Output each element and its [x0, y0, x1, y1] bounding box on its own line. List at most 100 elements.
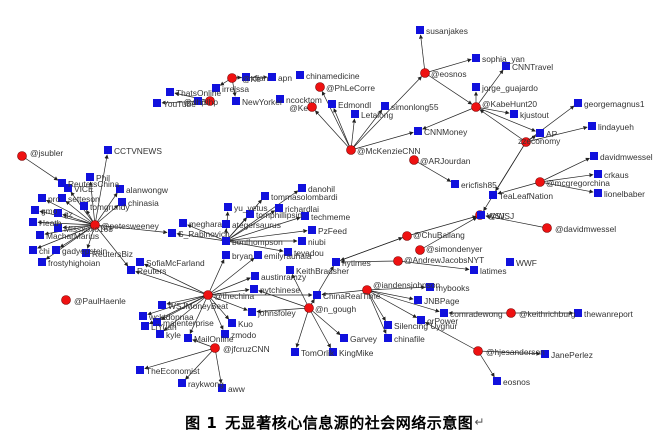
node-wanreport: [574, 309, 582, 317]
node-label-ericfish: ericfish85: [461, 180, 497, 190]
node-label-paulhaenle: @PaulHaenle: [74, 296, 126, 306]
node-bryan: [222, 251, 230, 259]
node-label-sophia: sophia_yan: [482, 54, 525, 64]
node-gadyepstein: [52, 246, 60, 254]
node-label-reuterschina: ReutersChina: [68, 179, 120, 189]
node-label-crkaus: crkaus: [604, 170, 629, 180]
node-majenterprise: [153, 318, 161, 326]
node-label-frostyhighoian: frostyhighoian: [48, 258, 100, 268]
node-hjesanderson: [473, 346, 483, 356]
edge-mcgregor-tealeaf: [497, 181, 541, 195]
node-davidmwessel2: [590, 152, 598, 160]
edge-thechina-wsjmoneybeat: [166, 294, 209, 306]
node-tomphillips: [246, 210, 254, 218]
caption-prefix: 图 1: [185, 413, 218, 432]
node-kingmike: [329, 348, 337, 356]
node-tealeaf: [489, 191, 497, 199]
node-label-techmeme: techmeme: [311, 212, 350, 222]
node-label-kehaha: @Ke: [242, 74, 261, 84]
edge-ngough-tomorlik: [295, 307, 310, 348]
node-eosnos2: [493, 377, 501, 385]
node-label-phlecorre: @PhLeCorre: [326, 83, 375, 93]
node-label-gmoo: gmo: [41, 206, 58, 216]
network-graph: @Ke@jsubler@PaulHaenle@petesweeney@thech…: [17, 26, 653, 394]
node-label-aww: aww: [228, 384, 246, 394]
edge-zzeconomy-kabehunt: [479, 109, 527, 143]
node-jsubler: [17, 151, 27, 161]
node-arjourdan: [409, 155, 419, 165]
node-lindayueh: [588, 122, 596, 130]
node-rflan: [242, 73, 250, 81]
edge-zzeconomy-wsj: [483, 141, 527, 212]
node-kehaha: [227, 73, 237, 83]
node-label-theeconomist: TheEconomist: [146, 366, 200, 376]
node-label-kylek: kyle: [166, 330, 181, 340]
edge-eosnos-sophia: [424, 58, 472, 74]
node-label-meghara: meghara: [189, 219, 222, 229]
node-missxoxo: [54, 224, 62, 232]
node-label-reutersbiz: ReutersBiz: [92, 249, 133, 259]
node-label-nytchinese: nytchinese: [260, 285, 300, 295]
node-label-machartimus: MacharMarius: [46, 231, 99, 241]
node-newyorker: [232, 97, 240, 105]
node-theeconomist: [136, 366, 144, 374]
node-phlecorre: [315, 82, 325, 92]
edge-chubailang-wsj: [406, 215, 477, 237]
edge-dhp-thatsonline: [174, 91, 211, 102]
edge-kabehunt-ap: [475, 106, 536, 132]
edge-petesweeney-chinasia: [94, 204, 119, 226]
edge-hjesanderson-eosnos2: [477, 350, 495, 378]
node-richardlai: [275, 204, 283, 212]
node-label-eosnos2: eosnos: [503, 377, 530, 387]
node-label-cocktom: ncocktom: [286, 95, 322, 105]
edge-layer: [21, 34, 594, 384]
edge-petesweeney-reuters: [94, 224, 129, 267]
node-label-phil: Phil: [96, 173, 110, 183]
node-jnbpage: [414, 296, 422, 304]
edge-andrewjacobs-nytimes: [340, 259, 399, 264]
node-tommasolomb: [261, 192, 269, 200]
node-heath: [29, 218, 37, 226]
node-label-silencing: Silencing Uyghur: [394, 321, 458, 331]
node-pzfeed: [308, 226, 316, 234]
node-label-danohil: danohil: [308, 184, 335, 194]
node-keithbradsher: [286, 266, 294, 274]
node-label-hjesanderson: @hjesanderson: [486, 347, 545, 357]
edge-bentonthompson-techmeme: [225, 216, 301, 242]
edge-mcgregor-crkaus: [539, 173, 594, 183]
node-crkaus: [594, 170, 602, 178]
node-label-orpower: orPower: [427, 316, 458, 326]
node-label-mybooks: mybooks: [436, 283, 470, 293]
node-label-pro: pro: [48, 194, 60, 204]
edge-mckenzie-letalong: [350, 118, 357, 151]
edge-ngough-johnsfoley: [256, 307, 310, 314]
edge-iandens-comradewong: [366, 289, 440, 313]
node-reuters: [127, 266, 135, 274]
node-label-lionelbaber: lionelbaber: [604, 189, 645, 199]
node-label-austinrdzy: austinramzy: [261, 272, 307, 282]
node-austinrdzy: [251, 272, 259, 280]
node-tomorlik: [291, 348, 299, 356]
node-tevadou: [284, 248, 292, 256]
node-raykwong: [178, 379, 186, 387]
node-label-chubailang: @ChuBailang: [413, 230, 465, 240]
edge-thechina-wcktdonnaa: [147, 294, 209, 316]
node-label-kjustout: kjustout: [520, 110, 550, 120]
label-layer: @Ke@jsubler@PaulHaenle@petesweeney@thech…: [30, 26, 653, 394]
node-irrelssa: [212, 84, 220, 92]
edge-petesweeney-pro: [45, 199, 96, 226]
node-label-mailonline: MailOnline: [194, 334, 234, 344]
edge-ngough-nytimes: [308, 265, 334, 309]
node-label-iandens: @iandensjohnson: [373, 280, 441, 290]
node-label-majenterprise: majenterprise: [163, 318, 214, 328]
paragraph-mark: ↵: [474, 415, 485, 429]
edge-eosnos-kabehunt: [424, 72, 473, 105]
edge-mckenzie-cnnmoney: [350, 131, 414, 151]
edge-iandens-chinarealtime: [321, 289, 368, 297]
edge-petesweeney-missxoxo: [62, 224, 96, 230]
edge-petesweeney-gmoo: [39, 210, 96, 226]
edge-petesweeney-ogz: [62, 213, 96, 226]
edge-zzeconomy-lindayueh: [525, 126, 588, 143]
node-label-latimes: latimes: [480, 266, 507, 276]
node-cnnmoney: [414, 127, 422, 135]
